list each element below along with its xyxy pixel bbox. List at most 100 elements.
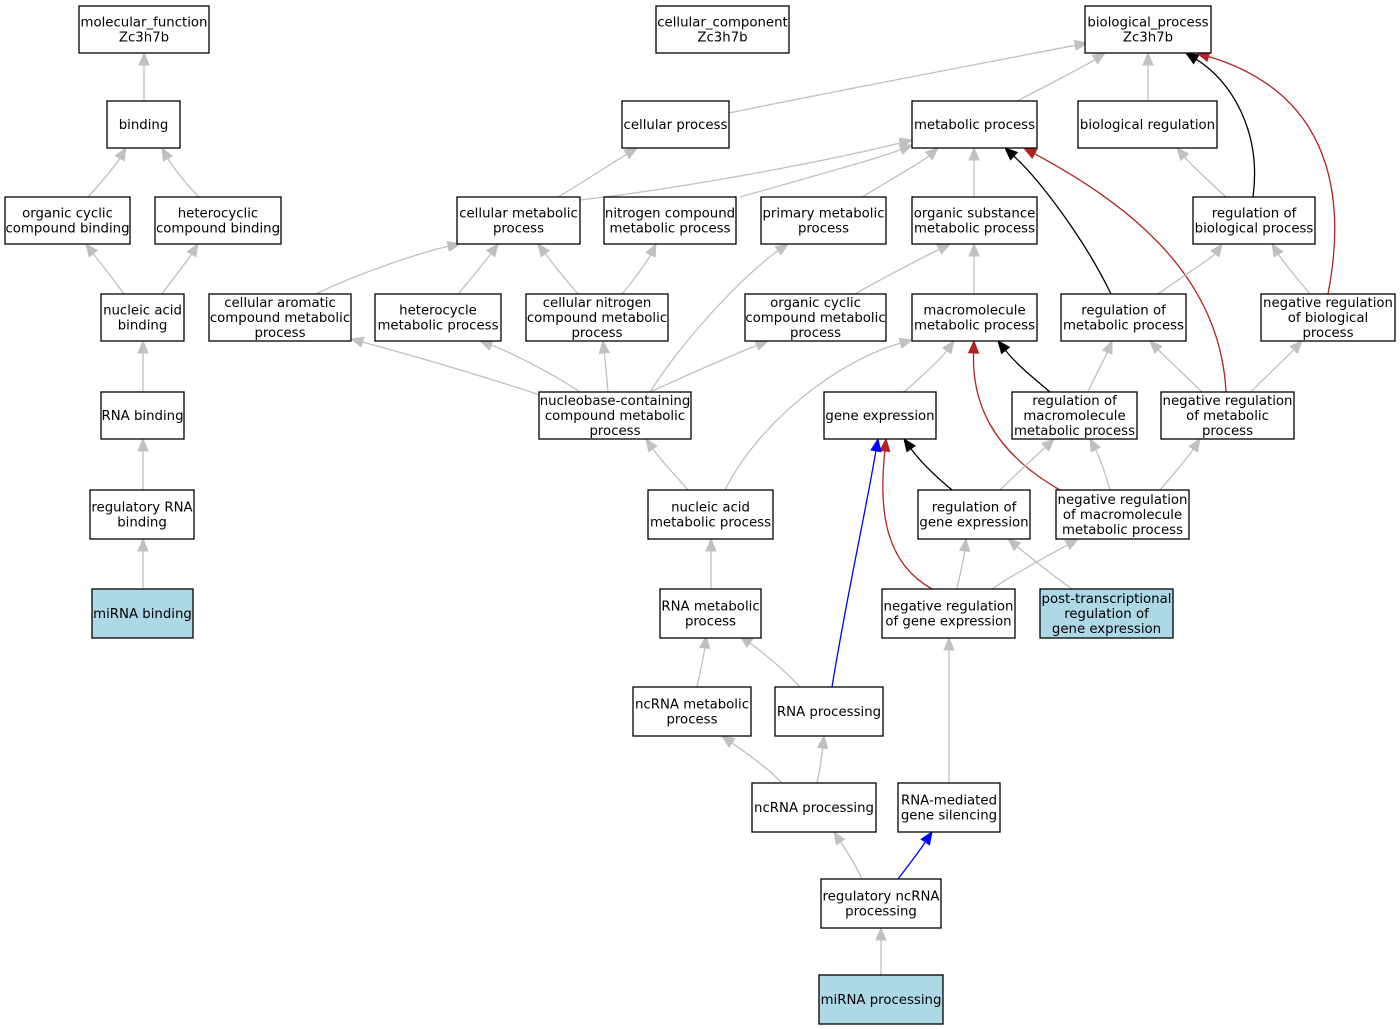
edge-arrowhead <box>816 734 829 750</box>
term-box <box>208 293 352 342</box>
edge-arrowhead <box>1004 147 1019 161</box>
edge-is-a <box>457 242 499 295</box>
term-node-binding[interactable]: binding <box>106 100 181 149</box>
edge-is-a <box>738 635 801 688</box>
term-label: RNA processing <box>777 705 881 720</box>
edge-is-a <box>1271 242 1311 295</box>
edge-arrowhead <box>186 242 199 258</box>
term-label: ncRNA processing <box>754 801 874 816</box>
edge-is-a <box>854 243 952 295</box>
term-label: gene silencing <box>901 809 997 824</box>
term-node-rnab[interactable]: RNA binding <box>100 391 185 440</box>
term-box <box>760 196 887 245</box>
term-label: nucleic acid <box>671 501 750 516</box>
edge-line <box>652 448 689 491</box>
term-node-ncrnaproc[interactable]: ncRNA processing <box>751 782 877 833</box>
term-label: regulation of <box>1032 394 1117 409</box>
term-box <box>655 5 790 54</box>
term-label: of macromolecule <box>1063 508 1182 523</box>
edge-line <box>956 550 966 590</box>
edge-arrowhead <box>997 339 1011 355</box>
edge-line <box>1016 58 1096 102</box>
edge-line <box>1016 546 1073 590</box>
edge-is-a <box>137 537 149 590</box>
edge-arrowhead <box>1073 39 1089 52</box>
term-node-rnaproc[interactable]: RNA processing <box>774 686 884 737</box>
edge-line <box>649 250 779 393</box>
edge-is-a <box>649 243 790 393</box>
edge-is-a <box>137 339 149 393</box>
edge-arrowhead <box>958 537 971 553</box>
term-label: metabolic process <box>377 319 498 334</box>
edge-negatively-regulates <box>967 339 1061 491</box>
edge-is-a <box>999 438 1055 491</box>
term-label: cellular nitrogen <box>543 296 652 311</box>
term-label: compound metabolic <box>745 311 885 326</box>
edge-is-a <box>645 437 689 491</box>
term-node-cellproc[interactable]: cellular process <box>621 100 730 149</box>
term-node-mirnab[interactable]: miRNA binding <box>91 588 194 639</box>
edge-arrowhead <box>1142 51 1154 66</box>
edge-arrowhead <box>833 830 846 846</box>
term-box <box>1160 391 1295 440</box>
edge-line <box>167 158 200 198</box>
edge-line <box>579 142 901 201</box>
term-box <box>154 196 282 245</box>
term-node-metproc[interactable]: metabolic process <box>911 100 1038 149</box>
term-box <box>774 686 884 737</box>
edge-line <box>1004 349 1051 393</box>
term-node-mirnap[interactable]: miRNA processing <box>818 974 944 1025</box>
edge-is-a <box>1157 242 1223 295</box>
edge-arrowhead <box>85 242 99 258</box>
term-label: biological regulation <box>1080 118 1215 133</box>
edge-arrowhead <box>754 340 770 351</box>
edge-arrowhead <box>1091 52 1107 65</box>
edge-is-a <box>478 339 581 393</box>
term-label: of metabolic <box>1186 409 1269 424</box>
term-label: metabolic process <box>914 222 1035 237</box>
edge-is-a <box>1176 147 1227 198</box>
edge-regulates <box>997 339 1051 393</box>
term-node-bioreg[interactable]: biological regulation <box>1077 100 1218 149</box>
edge-arrowhead <box>1289 340 1303 355</box>
term-label: compound metabolic <box>545 409 685 424</box>
term-label: organic cyclic <box>770 296 861 311</box>
term-box <box>1084 5 1212 54</box>
term-box <box>881 588 1016 639</box>
edge-line <box>728 44 1076 114</box>
term-label: macromolecule <box>923 304 1025 319</box>
term-box <box>78 5 210 54</box>
term-node-ge[interactable]: gene expression <box>823 391 937 440</box>
